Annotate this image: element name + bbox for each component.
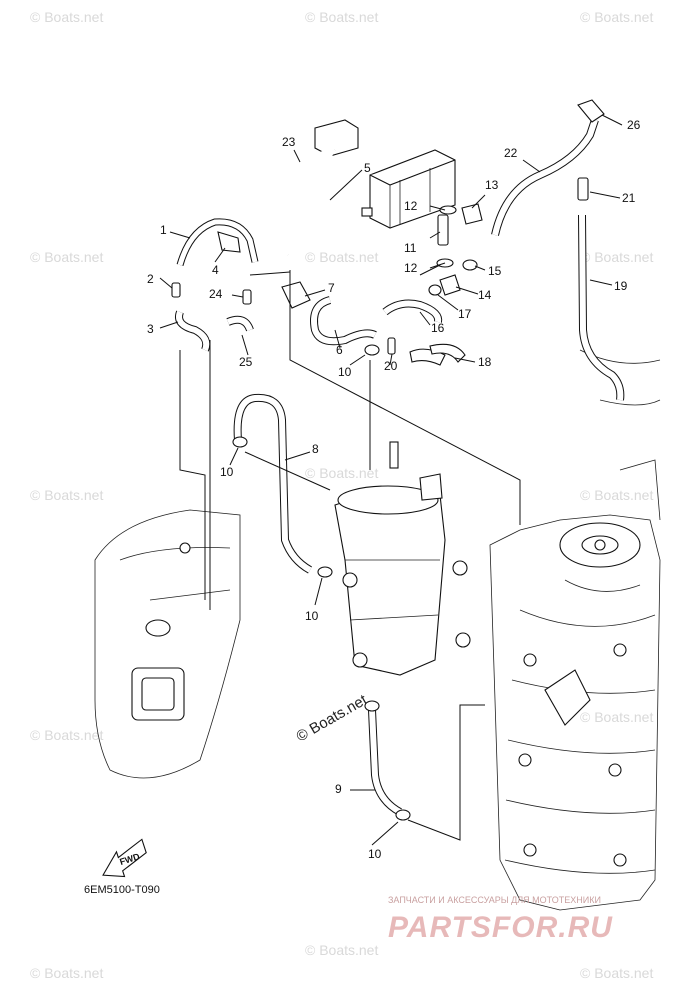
callout-10-a: 10 [338, 365, 352, 379]
callout-13: 13 [485, 178, 499, 192]
watermark-13: © Boats.net [305, 942, 378, 958]
callout-12-b: 12 [404, 261, 418, 275]
watermark-8: © Boats.net [305, 465, 378, 481]
watermark-2: © Boats.net [305, 9, 378, 25]
callout-12-a: 12 [404, 199, 418, 213]
callout-24: 24 [209, 287, 223, 301]
watermark-5: © Boats.net [305, 249, 378, 265]
callout-10-b: 10 [220, 465, 234, 479]
callout-19: 19 [614, 279, 628, 293]
callout-10-d: 10 [368, 847, 382, 861]
callout-2: 2 [147, 272, 154, 286]
callout-15: 15 [488, 264, 502, 278]
callout-4: 4 [212, 263, 219, 277]
callout-26: 26 [627, 118, 641, 132]
watermark-1: © Boats.net [30, 9, 103, 25]
callout-11: 11 [404, 241, 417, 255]
callout-17: 17 [458, 307, 472, 321]
diagram-code: 6EM5100-T090 [84, 884, 160, 896]
watermark-6: © Boats.net [580, 249, 653, 265]
vendor-tagline: ЗАПЧАСТИ И АКСЕССУАРЫ ДЛЯ МОТОТЕХНИКИ [388, 895, 601, 905]
intake-manifold [94, 509, 241, 779]
callout-20: 20 [384, 359, 398, 373]
vendor-logo: PARTSFOR.RU [388, 911, 613, 944]
callout-21: 21 [622, 191, 636, 205]
callout-25: 25 [239, 355, 253, 369]
callout-5: 5 [364, 161, 371, 175]
small-parts [171, 99, 605, 821]
watermark-center: © Boats.net [294, 691, 371, 745]
vapor-separator [334, 441, 471, 676]
hoses [175, 118, 625, 816]
watermark-11: © Boats.net [580, 709, 653, 725]
watermark-4: © Boats.net [30, 249, 103, 265]
watermark-9: © Boats.net [580, 487, 653, 503]
watermark-12: © Boats.net [30, 965, 103, 981]
engine-block [489, 349, 661, 911]
callout-7: 7 [328, 281, 335, 295]
callout-numbers: 1 2 3 4 5 6 7 8 9 10 10 10 10 11 12 12 1… [147, 118, 641, 861]
canister-part-5 [314, 119, 456, 229]
callout-23: 23 [282, 135, 296, 149]
callout-10-c: 10 [305, 609, 319, 623]
watermark-7: © Boats.net [30, 487, 103, 503]
callout-8: 8 [312, 442, 319, 456]
callout-1: 1 [160, 223, 167, 237]
callout-6: 6 [336, 343, 343, 357]
callout-9: 9 [335, 782, 342, 796]
callout-16: 16 [431, 321, 445, 335]
watermark-3: © Boats.net [580, 9, 653, 25]
watermark-14: © Boats.net [580, 965, 653, 981]
fwd-arrow-icon: FWD [102, 838, 147, 878]
callout-22: 22 [504, 146, 518, 160]
callout-18: 18 [478, 355, 492, 369]
watermark-10: © Boats.net [30, 727, 103, 743]
callout-14: 14 [478, 288, 492, 302]
callout-3: 3 [147, 322, 154, 336]
leader-lines [159, 114, 623, 846]
